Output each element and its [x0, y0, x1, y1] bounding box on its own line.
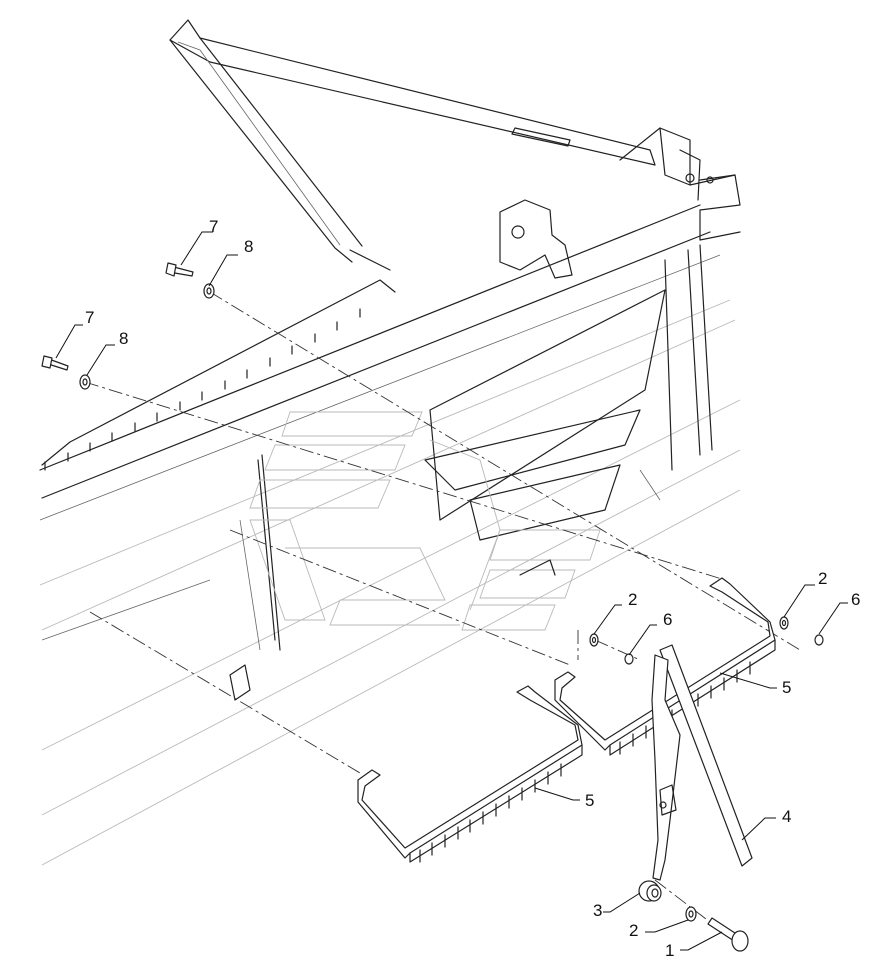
part-5-guard-left: [357, 685, 583, 863]
part-6-nut-center: [624, 653, 634, 665]
callout-2-right: 2: [818, 569, 827, 588]
assembly-centerlines: [84, 291, 801, 946]
part-4-divider-rod: [651, 644, 753, 881]
callout-8-lower: 8: [119, 329, 128, 348]
leader-lines: [55, 231, 848, 951]
part-8-washer-upper: [203, 283, 215, 299]
callout-3: 3: [593, 901, 602, 920]
side-shield-panel: [239, 289, 666, 651]
part-7-bolt-lower: [41, 355, 69, 371]
callout-1: 1: [665, 941, 674, 960]
part-7-bolt-upper: [165, 262, 194, 277]
callout-6-center: 6: [663, 610, 672, 629]
callout-7-upper: 7: [209, 217, 218, 236]
callout-5-left: 5: [585, 791, 594, 810]
callout-2-center: 2: [628, 590, 637, 609]
callout-6-right: 6: [851, 590, 860, 609]
callout-4: 4: [782, 807, 791, 826]
part-3-bushing: [638, 880, 662, 902]
part-2-washer-lower: [685, 906, 697, 922]
part-2-washer-right: [779, 616, 789, 630]
part-8-washer-lower: [79, 374, 91, 390]
callout-7-lower: 7: [85, 308, 94, 327]
callout-8-upper: 8: [244, 237, 253, 256]
header-frame: [39, 19, 741, 866]
part-6-nut-right: [814, 634, 824, 646]
callout-2-lower: 2: [629, 921, 638, 940]
part-2-washer-center: [589, 633, 599, 647]
callout-5-center: 5: [782, 678, 791, 697]
part-1-bolt-lower: [707, 917, 749, 952]
callout-labels: 7 8 7 8 2 6 2 6 5 5 4 3 2 1: [85, 217, 860, 960]
